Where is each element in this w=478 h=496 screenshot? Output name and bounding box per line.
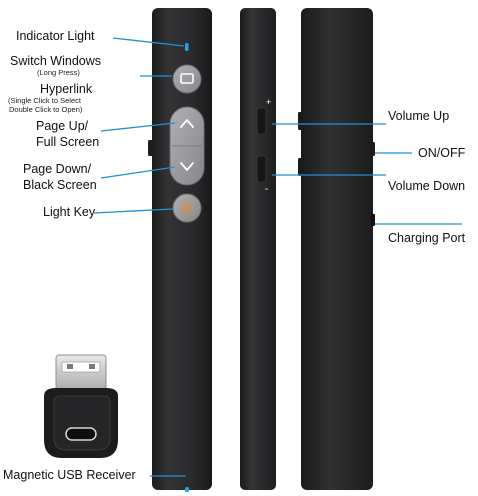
front-side-nub: [148, 140, 153, 156]
label-volume-down: Volume Down: [388, 179, 466, 193]
minus-mark: -: [265, 184, 268, 195]
label-switch-windows: Switch Windows: [10, 54, 101, 68]
label-switch-windows-note: (Long Press): [37, 68, 80, 77]
callout-light: [93, 208, 174, 214]
usb-receiver-icon: [44, 354, 118, 458]
label-hyperlink-note-1: (Single Click to Select: [8, 96, 81, 105]
back-volume-bump-up: [298, 112, 303, 130]
laser-starburst-icon: [179, 200, 195, 216]
power-switch[interactable]: [370, 142, 375, 156]
volume-up-key[interactable]: [256, 107, 267, 135]
back-volume-bump-down: [298, 158, 303, 176]
chevron-down-icon: [180, 162, 194, 171]
charge-indicator-dot: [185, 487, 189, 492]
page-up-button[interactable]: [180, 119, 194, 128]
callout-page-up: [100, 122, 176, 132]
page-down-button[interactable]: [180, 162, 194, 171]
volume-down-key[interactable]: [256, 155, 267, 183]
switch-windows-button[interactable]: [172, 64, 202, 94]
plus-mark: +: [266, 97, 271, 107]
label-on-off: ON/OFF: [418, 146, 466, 160]
presenter-back-body: [301, 8, 373, 490]
label-charging-port: Charging Port: [388, 231, 466, 245]
indicator-led-icon: [185, 43, 189, 51]
label-page-down-2: Black Screen: [23, 178, 97, 192]
label-hyperlink: Hyperlink: [40, 82, 93, 96]
presenter-front: [148, 8, 212, 492]
callout-page-down: [100, 166, 176, 179]
label-light-key: Light Key: [43, 205, 96, 219]
charging-port-slot: [371, 214, 375, 226]
presenter-side: [240, 8, 276, 490]
callout-lines: [93, 37, 462, 477]
chevron-up-icon: [180, 119, 194, 128]
label-hyperlink-note-2: Double Click to Open): [9, 105, 83, 114]
label-page-up-1: Page Up/: [36, 119, 89, 133]
window-square-icon: [180, 73, 194, 84]
label-page-down-1: Page Down/: [23, 162, 92, 176]
label-usb-receiver: Magnetic USB Receiver: [3, 468, 136, 482]
label-indicator-light: Indicator Light: [16, 29, 95, 43]
label-page-up-2: Full Screen: [36, 135, 100, 149]
presenter-side-body: [240, 8, 276, 490]
callout-indicator: [112, 37, 185, 47]
light-key-button[interactable]: [172, 193, 202, 223]
label-volume-up: Volume Up: [388, 109, 450, 123]
presenter-back: [298, 8, 375, 490]
